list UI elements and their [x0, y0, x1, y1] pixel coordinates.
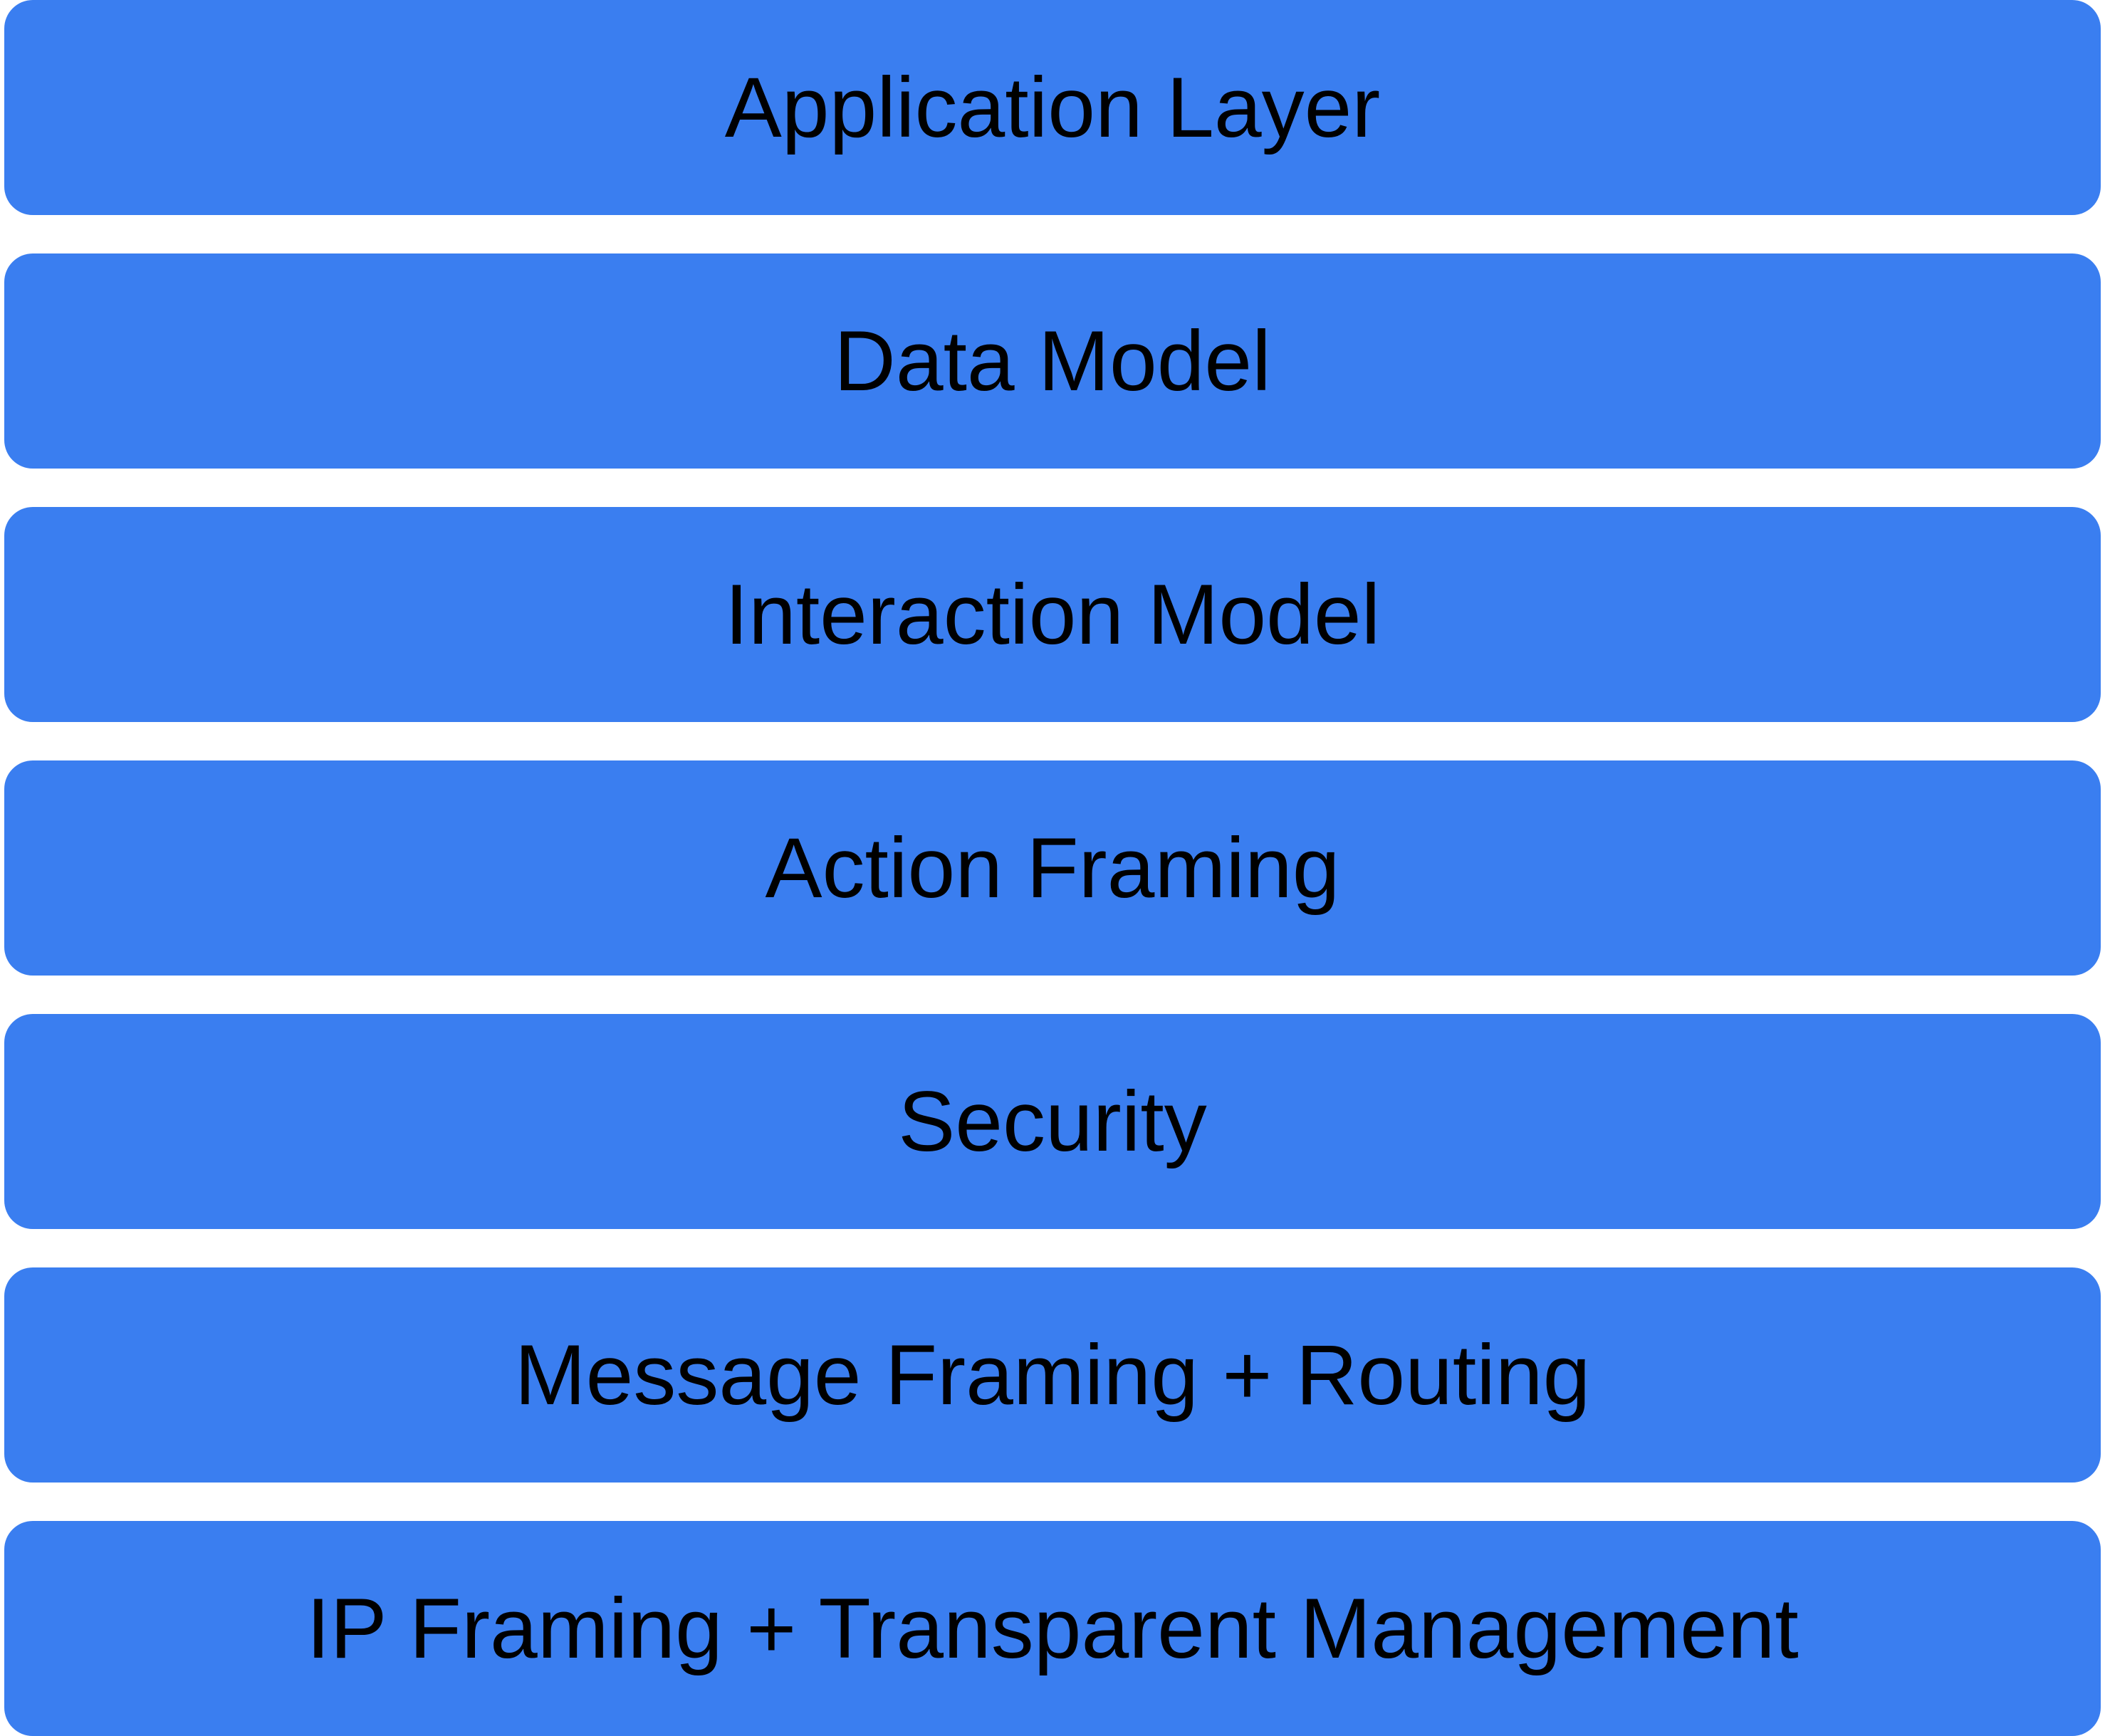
- layer-ip-framing-transparent-management: IP Framing + Transparent Management: [4, 1521, 2101, 1736]
- layer-application-layer-label: Application Layer: [724, 60, 1381, 155]
- layer-interaction-model: Interaction Model: [4, 507, 2101, 722]
- layer-security-label: Security: [898, 1074, 1207, 1169]
- layer-data-model-label: Data Model: [834, 313, 1271, 409]
- layer-application-layer: Application Layer: [4, 0, 2101, 215]
- layer-action-framing-label: Action Framing: [765, 820, 1340, 916]
- layer-message-framing-routing-label: Message Framing + Routing: [514, 1327, 1591, 1423]
- layer-interaction-model-label: Interaction Model: [724, 567, 1381, 662]
- layer-ip-framing-transparent-management-label: IP Framing + Transparent Management: [306, 1581, 1799, 1676]
- layer-message-framing-routing: Message Framing + Routing: [4, 1267, 2101, 1483]
- layer-data-model: Data Model: [4, 253, 2101, 469]
- layer-action-framing: Action Framing: [4, 760, 2101, 976]
- layer-security: Security: [4, 1014, 2101, 1229]
